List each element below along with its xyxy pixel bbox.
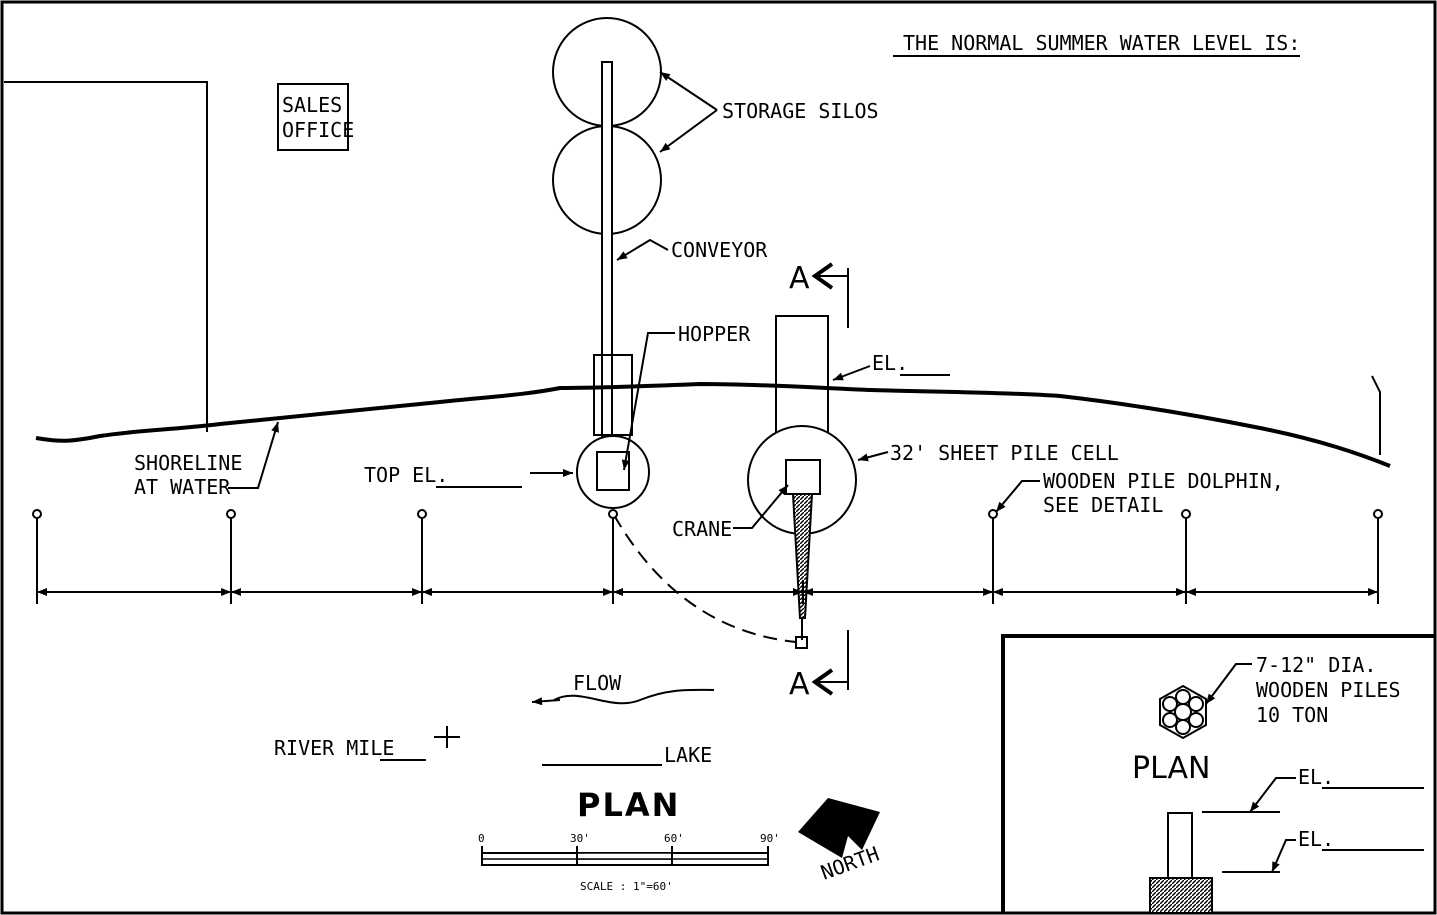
top-el-label: TOP EL. xyxy=(364,463,448,487)
detail-el-1-leader xyxy=(1249,777,1296,813)
river-mile-marker xyxy=(434,726,460,748)
shoreline-end-tick xyxy=(1371,375,1381,455)
scale-caption: SCALE : 1"=60' xyxy=(580,880,673,893)
shoreline-curve xyxy=(35,381,1391,468)
pile-cluster-icon xyxy=(1159,684,1207,740)
section-a-top-label: A xyxy=(789,261,810,296)
crane-leader xyxy=(733,484,789,529)
crane-label: CRANE xyxy=(672,517,732,541)
silos-leader-1 xyxy=(659,71,718,111)
piles-label-3: 10 TON xyxy=(1256,703,1328,727)
cell-platform xyxy=(775,315,829,437)
detail-el-1-label: EL. xyxy=(1298,765,1334,789)
summer-level-label: THE NORMAL SUMMER WATER LEVEL IS: xyxy=(903,31,1300,55)
el-upper-leader xyxy=(832,365,871,381)
sheet-pile-leader xyxy=(857,451,889,462)
detail-el-2-label: EL. xyxy=(1298,827,1334,851)
scale-tick-30: 30' xyxy=(570,832,590,845)
dolphin-label-1: WOODEN PILE DOLPHIN, xyxy=(1043,469,1284,493)
piles-label-1: 7-12" DIA. xyxy=(1256,653,1376,677)
section-a-bottom-label: A xyxy=(789,667,810,702)
crane-boom xyxy=(791,493,814,619)
scale-tick-60: 60' xyxy=(664,832,684,845)
detail-plan-label: PLAN xyxy=(1132,751,1210,786)
hopper-cell xyxy=(576,435,650,509)
conveyor-leader xyxy=(616,238,669,261)
detail-panel-frame xyxy=(1001,634,1435,913)
scale-tick-90: 90' xyxy=(760,832,780,845)
piles-leader xyxy=(1205,663,1252,705)
flow-wave xyxy=(553,688,715,705)
sales-office-box xyxy=(277,83,349,151)
shoreline-label-1: SHORELINE xyxy=(134,451,242,475)
crane-hook xyxy=(795,636,808,649)
dolphin-label-2: SEE DETAIL xyxy=(1043,493,1163,517)
plan-title: PLAN xyxy=(577,786,680,824)
hopper-leader xyxy=(621,332,675,471)
hopper-label: HOPPER xyxy=(678,322,751,346)
scale-bar xyxy=(481,846,769,866)
north-arrow-icon xyxy=(798,798,880,858)
shoreline-leader xyxy=(228,421,279,489)
pile-elevation xyxy=(1167,812,1193,879)
silos-leader-2 xyxy=(659,109,718,153)
hopper-box xyxy=(596,451,630,491)
river-mile-label: RIVER MILE xyxy=(274,736,394,760)
sheet-pile-label: 32' SHEET PILE CELL xyxy=(890,441,1119,465)
lake-label: LAKE xyxy=(664,743,712,767)
sales-office-label-2: OFFICE xyxy=(282,118,354,142)
shoreline-label-2: AT WATER xyxy=(134,475,231,499)
crane-swing-arc xyxy=(613,514,797,643)
building-outline xyxy=(4,81,208,432)
sales-office-label-1: SALES xyxy=(282,93,342,117)
flow-label: FLOW xyxy=(573,671,622,695)
el-upper-label: EL. xyxy=(872,351,908,375)
storage-silos-label: STORAGE SILOS xyxy=(722,99,879,123)
conveyor-belt xyxy=(601,61,613,463)
pile-footing xyxy=(1149,877,1213,914)
conveyor-label: CONVEYOR xyxy=(671,238,768,262)
piles-label-2: WOODEN PILES xyxy=(1256,678,1401,702)
flow-arrow xyxy=(531,697,561,706)
dolphin-leader xyxy=(995,480,1040,513)
scale-tick-0: 0 xyxy=(478,832,485,845)
detail-el-2-leader xyxy=(1271,839,1296,873)
